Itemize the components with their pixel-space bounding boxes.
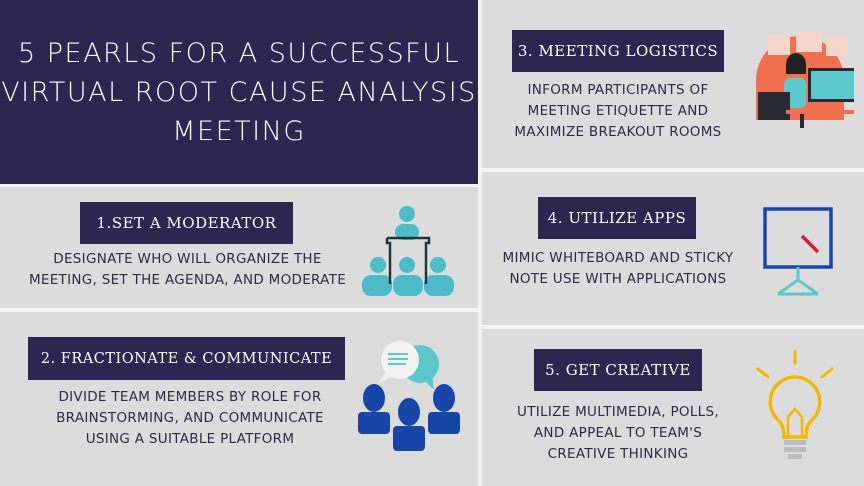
lightbulb-icon: [756, 349, 834, 459]
pearl-2-heading: 2. FRACTIONATE & COMMUNICATE: [28, 337, 345, 380]
pearl-4-panel: 4. UTILIZE APPS MIMIC WHITEBOARD AND STI…: [482, 172, 864, 325]
pearl-1-panel: 1.SET A MODERATOR DESIGNATE WHO WILL ORG…: [0, 187, 478, 308]
pearl-4-text: MIMIC WHITEBOARD AND STICKY NOTE USE WIT…: [502, 250, 734, 287]
whiteboard-icon: [763, 207, 833, 296]
pearl-2-text: DIVIDE TEAM MEMBERS BY ROLE FOR BRAINSTO…: [56, 389, 324, 447]
presenter-audience-icon: [362, 206, 454, 296]
pearl-5-text: UTILIZE MULTIMEDIA, POLLS, AND APPEAL TO…: [517, 404, 719, 462]
pearl-1-text: DESIGNATE WHO WILL ORGANIZE THE MEETING,…: [28, 251, 347, 288]
pearl-2-panel: 2. FRACTIONATE & COMMUNICATE DIVIDE TEAM…: [0, 312, 478, 486]
pearl-5-panel: 5. GET CREATIVE UTILIZE MULTIMEDIA, POLL…: [482, 329, 864, 486]
pearl-3-panel: 3. MEETING LOGISTICS INFORM PARTICIPANTS…: [482, 0, 864, 168]
page-title: 5 PEARLS FOR A SUCCESSFUL VIRTUAL ROOT C…: [0, 0, 478, 184]
pearl-1-heading: 1.SET A MODERATOR: [80, 202, 293, 244]
team-chat-icon: [358, 341, 460, 451]
pearl-5-heading: 5. GET CREATIVE: [534, 349, 702, 391]
pearl-4-heading: 4. UTILIZE APPS: [538, 197, 696, 239]
person-at-computer-icon: [756, 32, 854, 128]
pearl-3-text: INFORM PARTICIPANTS OF MEETING ETIQUETTE…: [514, 82, 722, 140]
pearl-3-heading: 3. MEETING LOGISTICS: [512, 30, 724, 72]
